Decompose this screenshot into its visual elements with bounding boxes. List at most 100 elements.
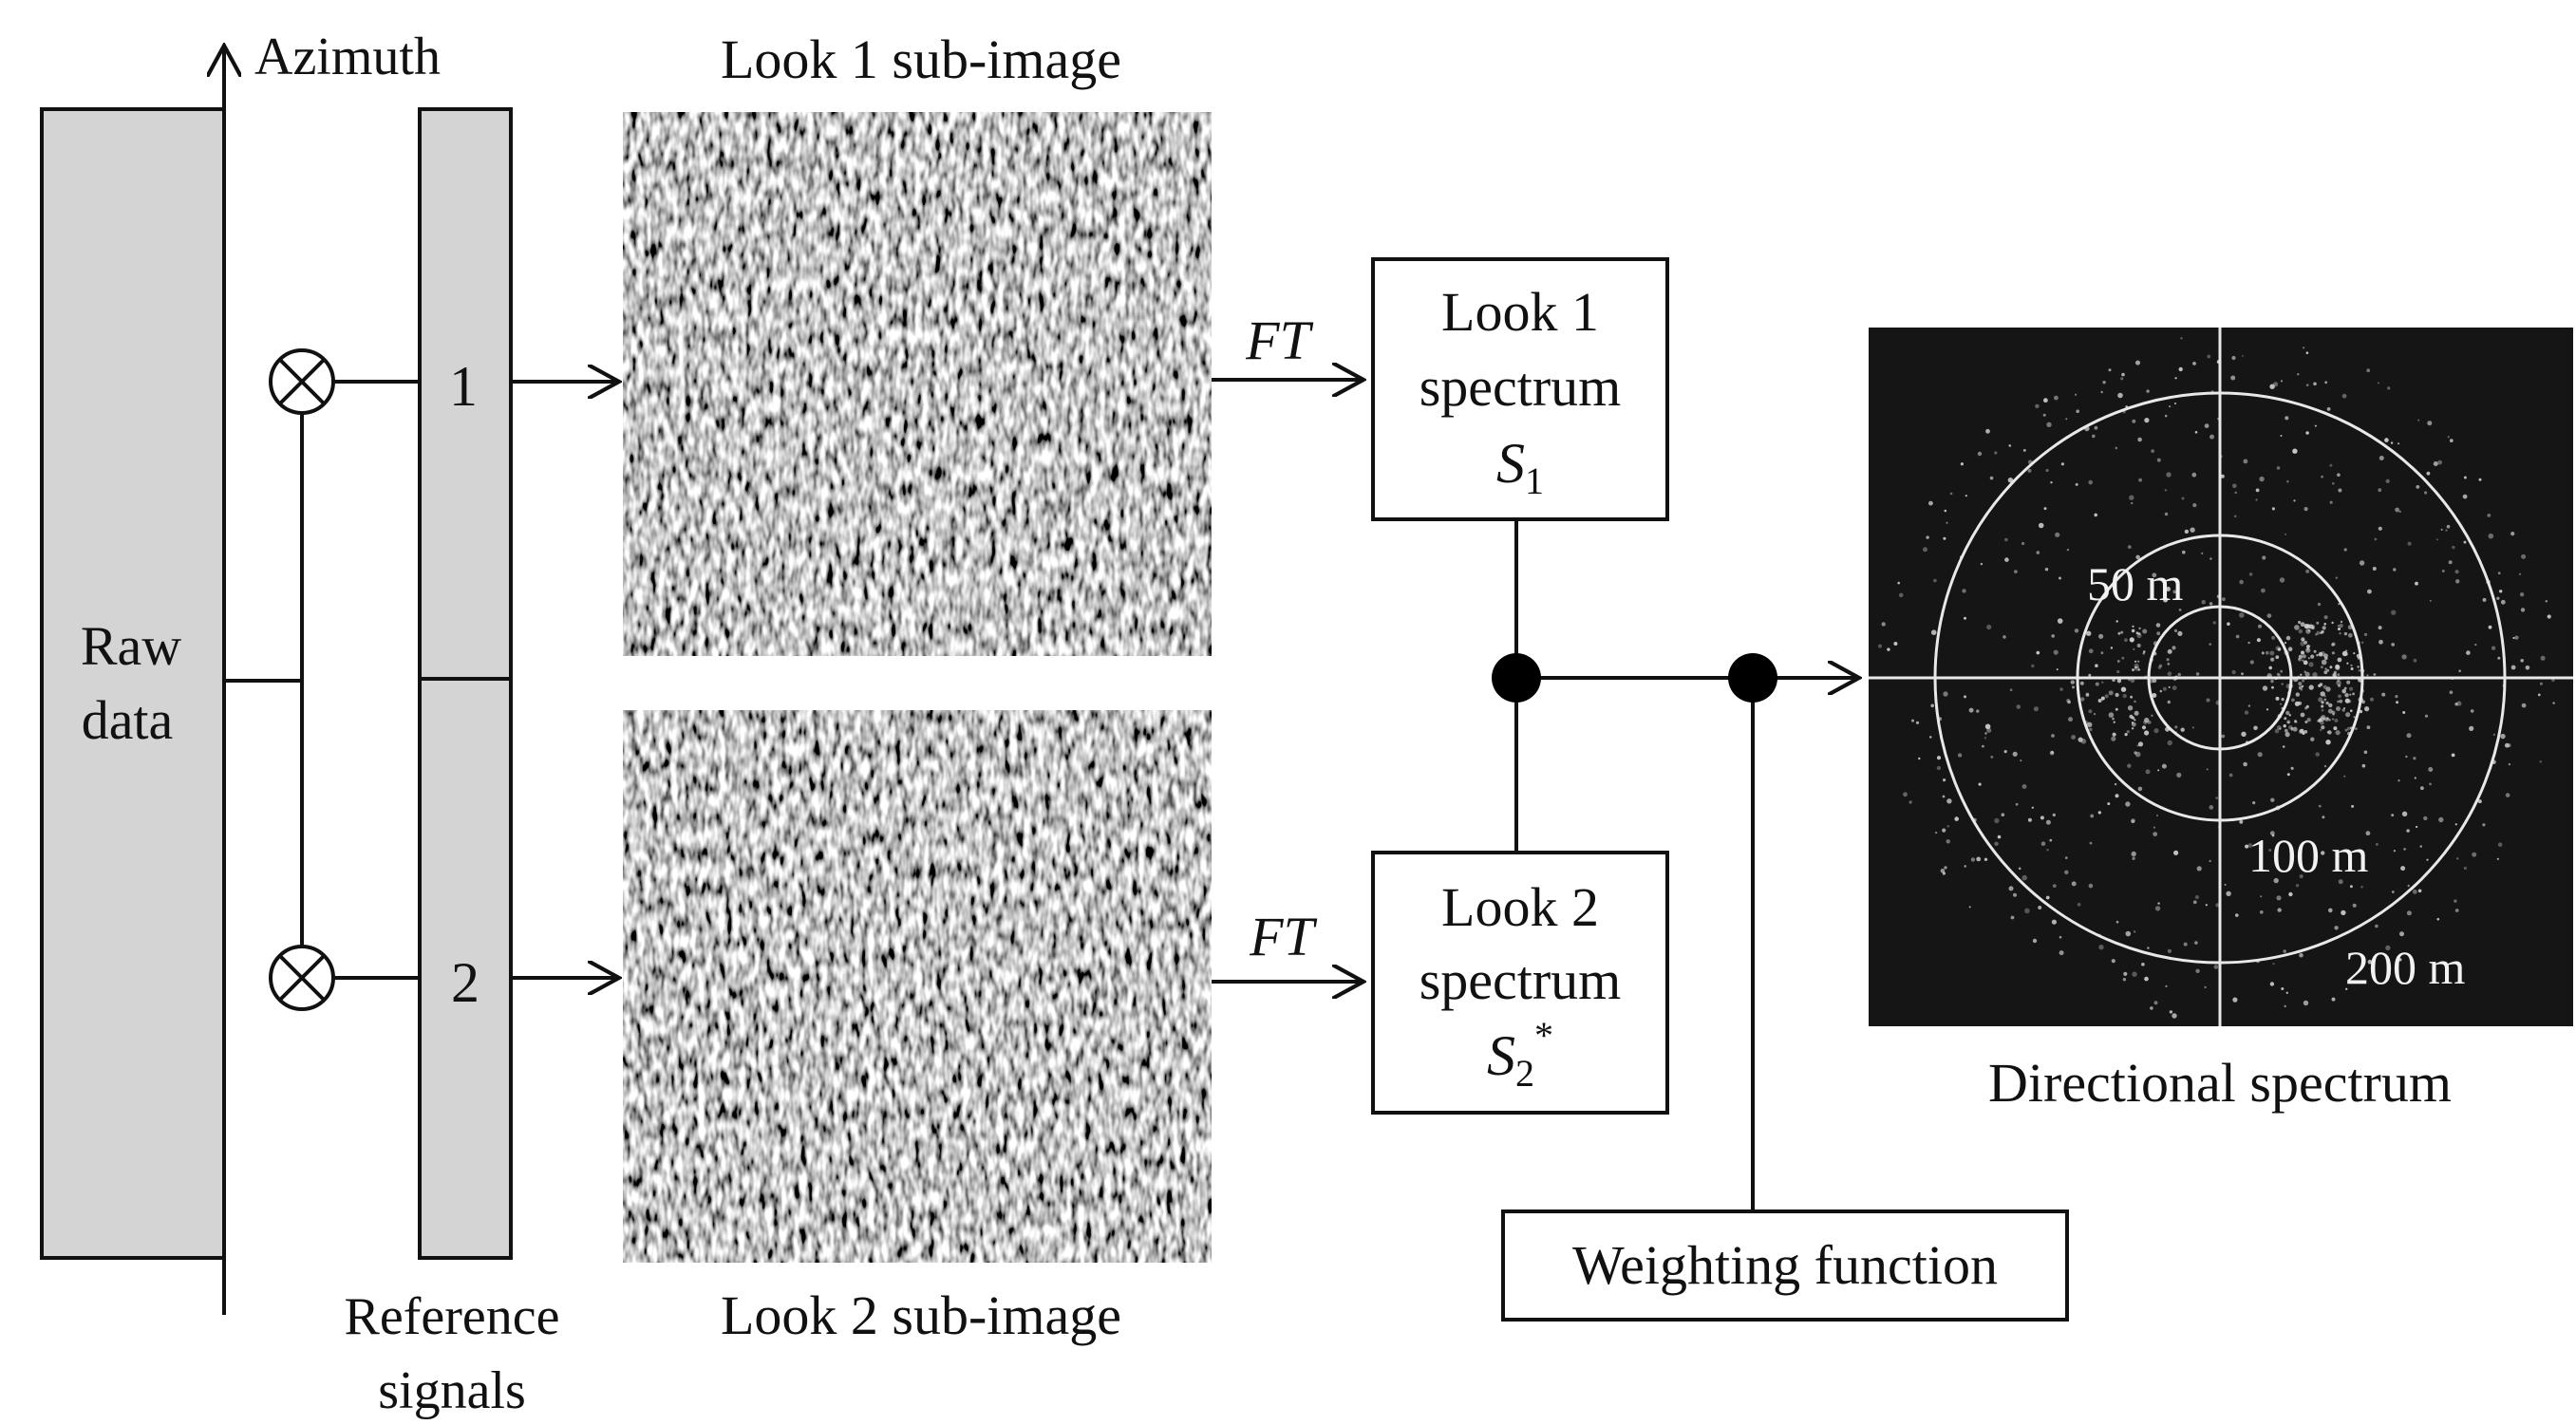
spectrum-speckle-dot	[2046, 422, 2052, 427]
spectrum-speckle-dot	[2207, 354, 2211, 359]
spectrum-speckle-dot	[2001, 813, 2005, 816]
spectrum-speckle-dot	[2277, 647, 2282, 651]
spectrum-speckle-dot	[1968, 707, 1974, 713]
spectrum-speckle-dot	[2391, 891, 2395, 893]
spectrum-speckle-dot	[1915, 721, 1920, 724]
spectrum-speckle-dot	[2115, 794, 2119, 798]
spectrum-speckle-dot	[2259, 476, 2265, 482]
spectrum-speckle-dot	[2518, 572, 2522, 575]
spectrum-speckle-dot	[2412, 890, 2417, 894]
spectrum-speckle-dot	[2305, 704, 2309, 709]
ft2-label: FT	[1249, 906, 1317, 967]
spectrum-speckle-dot	[2121, 372, 2125, 377]
spectrum-speckle-dot	[2357, 657, 2360, 660]
spectrum-speckle-dot	[2150, 1006, 2153, 1010]
spectrum-speckle-dot	[2429, 599, 2432, 602]
spectrum-speckle-dot	[2167, 663, 2171, 666]
spectrum-speckle-dot	[2232, 997, 2238, 1003]
look1-spectrum-box	[1371, 257, 1669, 521]
spectrum-speckle-dot	[2280, 669, 2284, 673]
spectrum-speckle-dot	[2176, 772, 2182, 778]
spectrum-speckle-dot	[2456, 857, 2459, 860]
spectrum-speckle-dot	[2323, 670, 2328, 675]
spectrum-speckle-dot	[2440, 528, 2443, 531]
spectrum-speckle-dot	[2366, 368, 2371, 373]
spectrum-speckle-dot	[2235, 634, 2240, 639]
spectrum-speckle-dot	[2391, 609, 2397, 615]
spectrum-speckle-dot	[2335, 730, 2341, 736]
spectrum-speckle-dot	[2372, 567, 2377, 571]
spectrum-speckle-dot	[2255, 498, 2258, 501]
spectrum-speckle-dot	[2328, 719, 2331, 722]
spectrum-speckle-dot	[2126, 730, 2130, 734]
spectrum-speckle-dot	[2325, 686, 2331, 692]
spectrum-speckle-dot	[2307, 657, 2310, 660]
spectrum-speckle-dot	[2270, 657, 2275, 662]
spectrum-speckle-dot	[2276, 466, 2281, 470]
ring-100m-label: 100 m	[2248, 829, 2369, 882]
spectrum-speckle-dot	[2051, 634, 2055, 638]
reference-block-1	[418, 107, 513, 681]
spectrum-speckle-dot	[2283, 724, 2286, 728]
spectrum-speckle-dot	[2333, 726, 2338, 731]
weighting-junction	[1728, 653, 1777, 703]
spectrum-speckle-dot	[2269, 384, 2275, 389]
spectrum-speckle-dot	[2249, 660, 2254, 665]
spectrum-speckle-dot	[2093, 712, 2097, 716]
spectrum-speckle-dot	[2293, 499, 2296, 502]
spectrum-speckle-dot	[2088, 883, 2094, 889]
spectrum-speckle-dot	[2134, 663, 2139, 668]
spectrum-speckle-dot	[2345, 712, 2351, 718]
spectrum-speckle-dot	[2303, 624, 2309, 629]
spectrum-speckle-dot	[2204, 423, 2209, 428]
spectrum-speckle-dot	[2044, 568, 2049, 572]
spectrum-speckle-dot	[2122, 693, 2127, 699]
spectrum-speckle-dot	[2283, 949, 2286, 953]
spectrum-speckle-dot	[2294, 625, 2300, 630]
spectrum-speckle-dot	[2076, 409, 2079, 414]
spectrum-speckle-dot	[2286, 773, 2290, 777]
spectrum-speckle-dot	[1982, 744, 1984, 748]
spectrum-speckle-dot	[2115, 920, 2119, 924]
spectrum-speckle-dot	[2314, 424, 2317, 427]
spectrum-speckle-dot	[1928, 736, 1932, 739]
spectrum-speckle-dot	[2156, 631, 2161, 636]
ring-50m-label: 50 m	[2087, 557, 2184, 610]
spectrum-speckle-dot	[2231, 355, 2236, 361]
spectrum-speckle-dot	[2308, 662, 2314, 667]
spectrum-speckle-dot	[2098, 945, 2104, 950]
spectrum-speckle-dot	[1985, 428, 1990, 434]
spectrum-speckle-dot	[2429, 782, 2432, 786]
spectrum-speckle-dot	[2497, 572, 2501, 575]
spectrum-speckle-dot	[2192, 900, 2197, 905]
spectrum-speckle-dot	[2332, 482, 2335, 485]
spectrum-speckle-dot	[2300, 622, 2305, 628]
spectrum-speckle-dot	[2287, 647, 2293, 652]
spectrum-speckle-dot	[2288, 891, 2293, 897]
spectrum-speckle-dot	[2209, 602, 2213, 606]
spectrum-speckle-dot	[2110, 647, 2114, 649]
spectrum-speckle-dot	[2279, 577, 2285, 583]
spectrum-speckle-dot	[2325, 740, 2331, 745]
spectrum-speckle-dot	[2270, 679, 2274, 684]
spectrum-speckle-dot	[2231, 669, 2236, 675]
spectrum-speckle-dot	[2452, 545, 2455, 550]
spectrum-speckle-dot	[2288, 714, 2291, 717]
spectrum-speckle-dot	[2059, 950, 2064, 956]
spectrum-speckle-dot	[2358, 669, 2361, 672]
spectrum-speckle-dot	[2132, 625, 2134, 628]
spectrum-speckle-dot	[2209, 859, 2211, 863]
spectrum-speckle-dot	[2302, 659, 2304, 662]
spectrum-speckle-dot	[2147, 947, 2150, 949]
spectrum-speckle-dot	[2164, 512, 2169, 516]
spectrum-speckle-dot	[2407, 884, 2410, 888]
spectrum-speckle-dot	[2276, 672, 2280, 676]
spectrum-speckle-dot	[1878, 644, 1882, 648]
spectrum-speckle-dot	[2031, 664, 2035, 668]
spectrum-speckle-dot	[2247, 843, 2253, 848]
spectrum-speckle-dot	[2089, 841, 2093, 845]
spectrum-speckle-dot	[2303, 640, 2308, 645]
spectrum-speckle-dot	[2172, 646, 2176, 650]
spectrum-speckle-dot	[2329, 463, 2333, 467]
spectrum-speckle-dot	[2349, 686, 2354, 691]
